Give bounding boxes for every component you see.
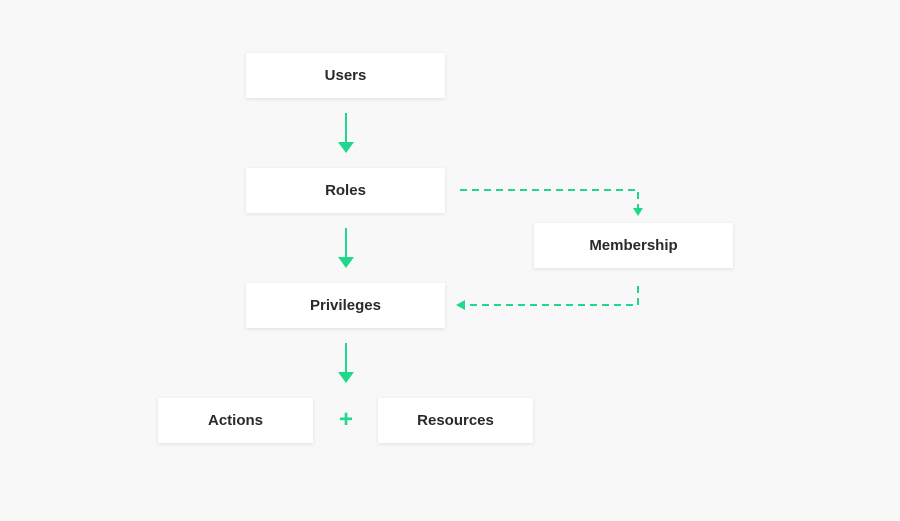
arrow-users-to-roles: [338, 113, 354, 153]
node-resources: Resources: [378, 398, 533, 443]
node-roles: Roles: [246, 168, 445, 213]
node-users-label: Users: [324, 67, 367, 84]
dashed-arrow-membership-to-privileges: [456, 286, 639, 310]
node-membership: Membership: [534, 223, 733, 268]
node-privileges-label: Privileges: [310, 297, 381, 314]
node-resources-label: Resources: [417, 412, 494, 429]
node-actions-label: Actions: [207, 412, 263, 429]
plus-symbol: +: [338, 406, 353, 433]
dashed-arrow-roles-to-membership: [460, 189, 643, 216]
node-membership-label: Membership: [589, 237, 678, 254]
arrow-privileges-to-actions-resources: [338, 343, 354, 383]
node-actions: Actions: [158, 398, 313, 443]
arrow-roles-to-privileges: [338, 228, 354, 268]
node-privileges: Privileges: [246, 283, 445, 328]
node-users: Users: [246, 53, 445, 98]
node-roles-label: Roles: [325, 182, 366, 199]
